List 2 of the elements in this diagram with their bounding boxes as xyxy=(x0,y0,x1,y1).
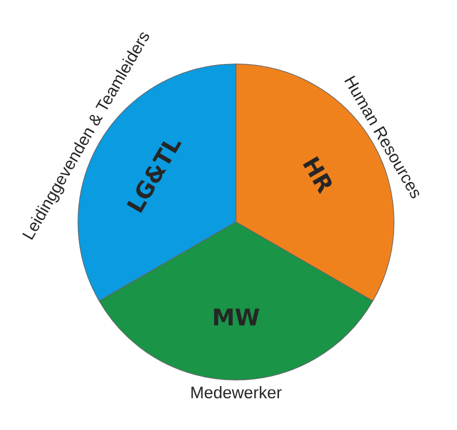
sector-label: Medewerker xyxy=(191,386,282,398)
pie-sector: MW xyxy=(98,222,374,380)
